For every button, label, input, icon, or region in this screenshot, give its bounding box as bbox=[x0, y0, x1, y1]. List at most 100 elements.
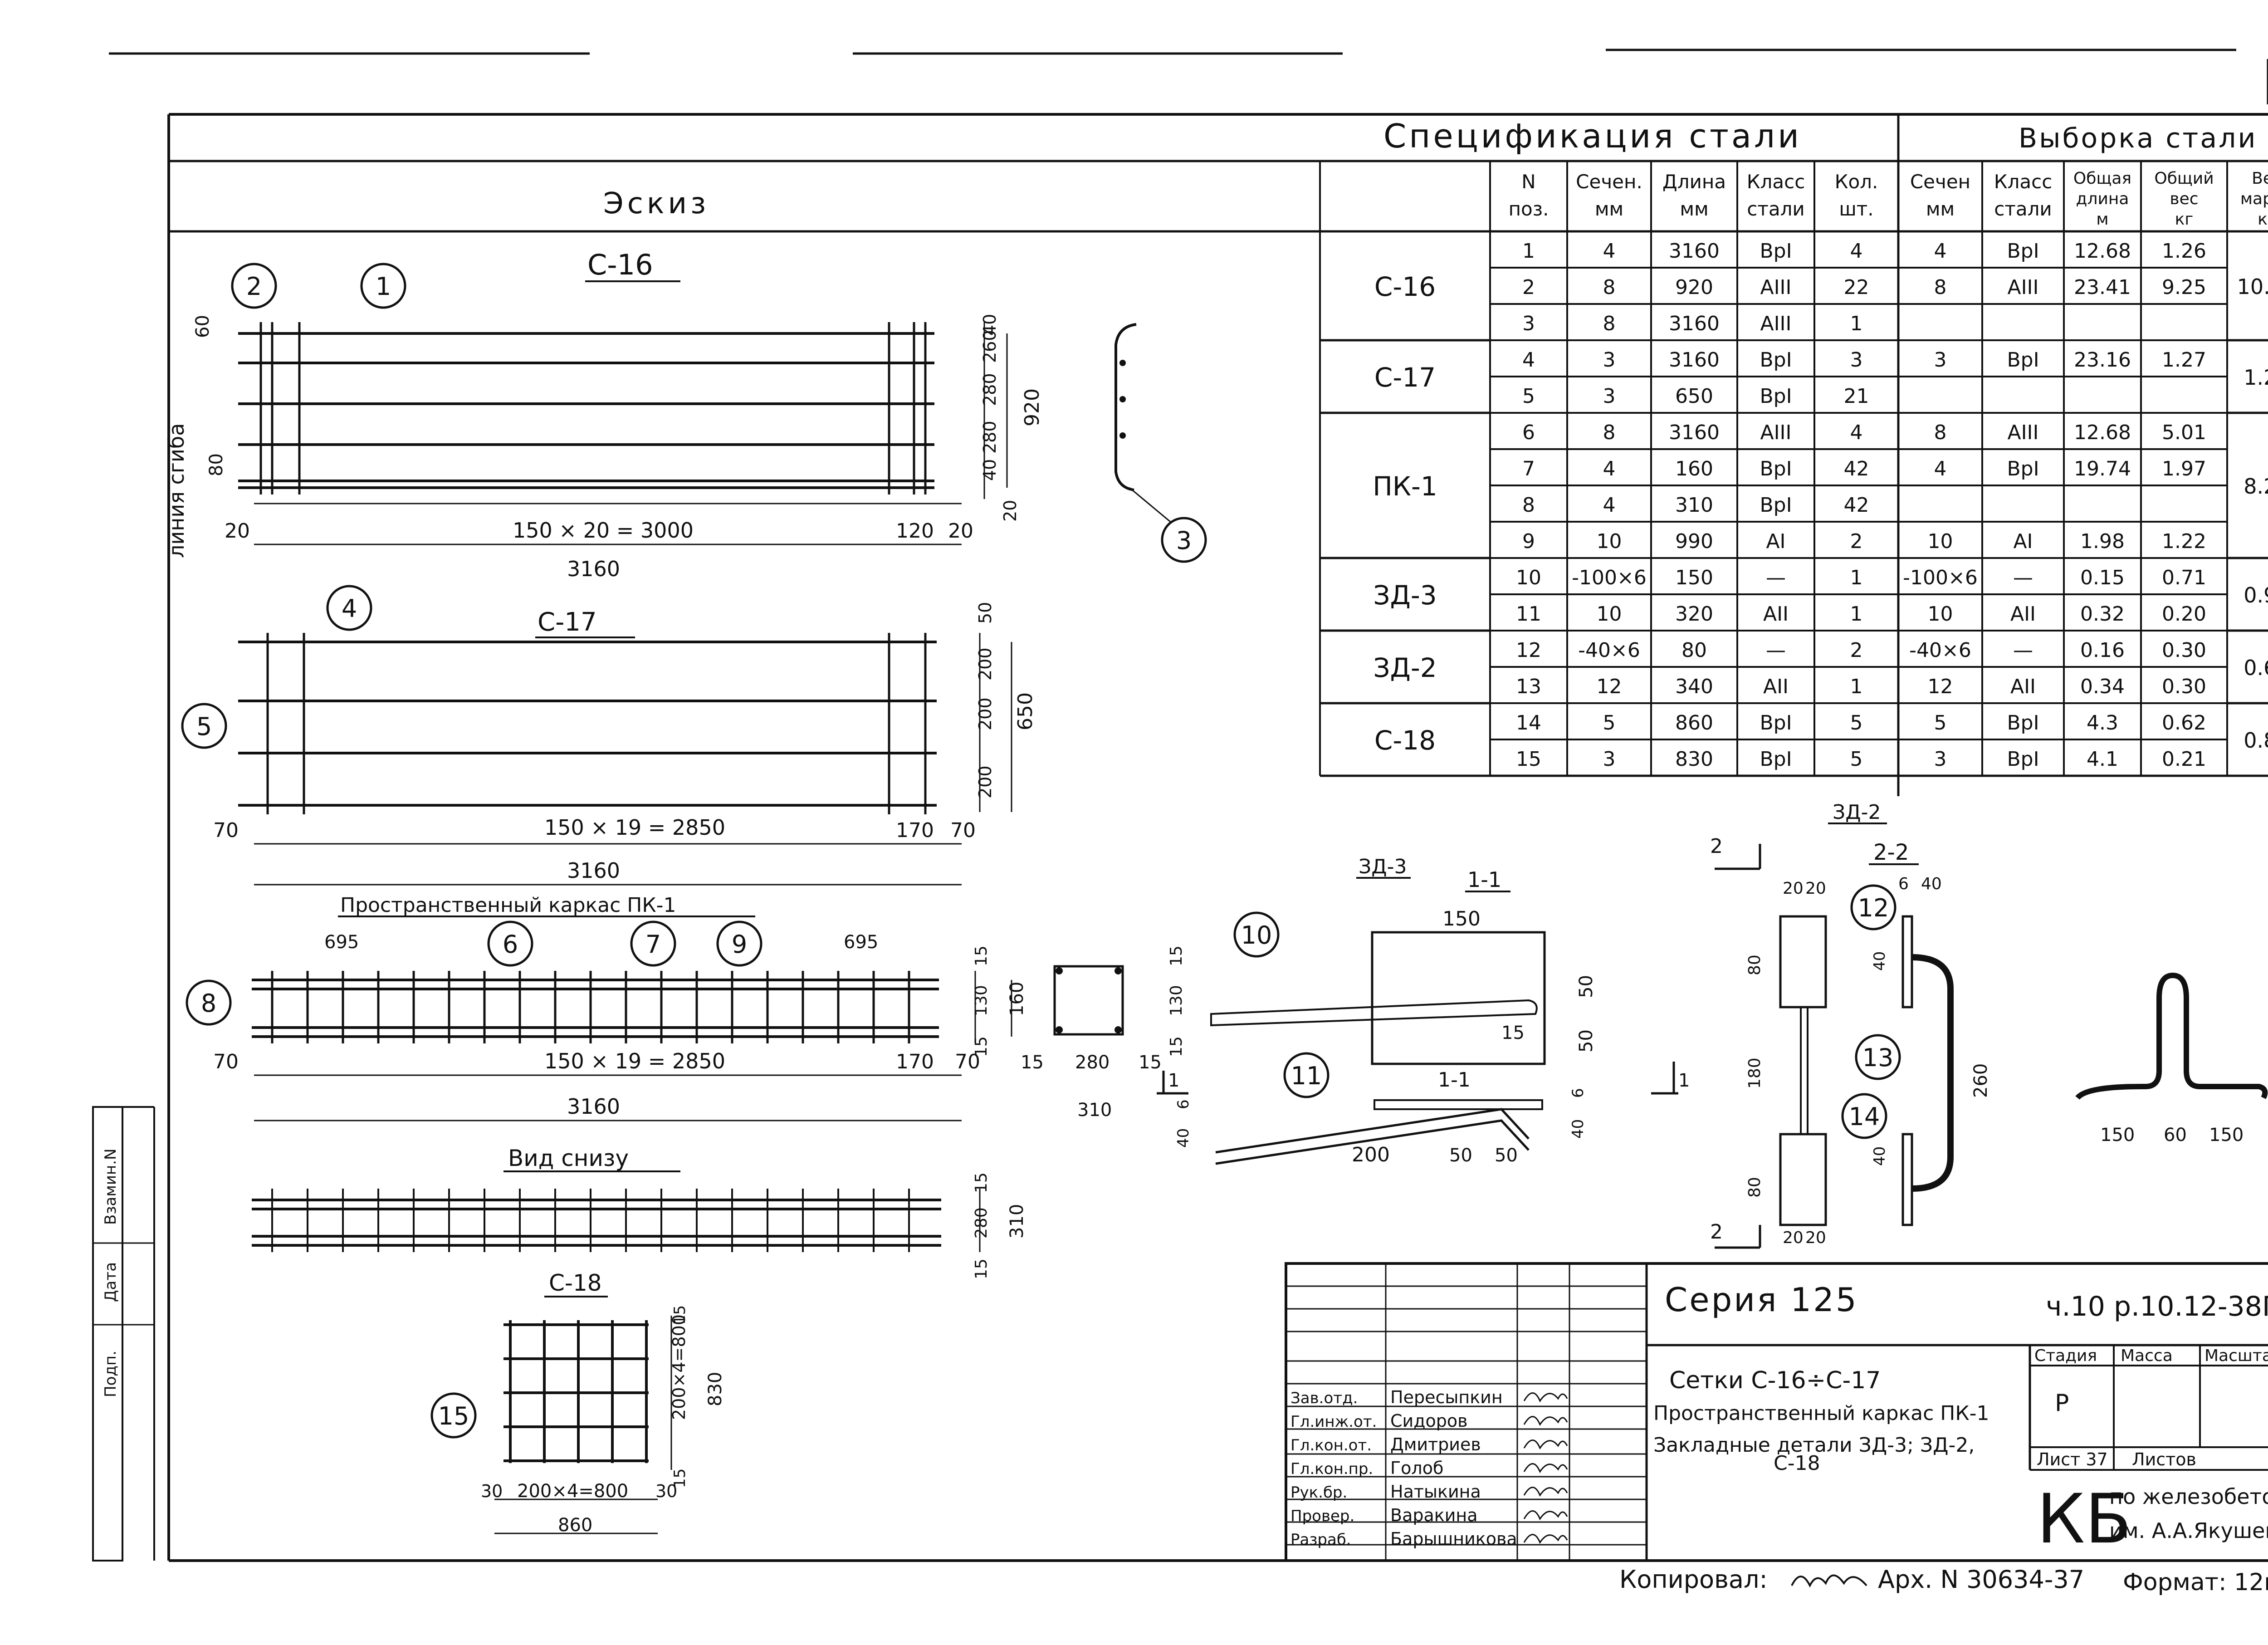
table-cell: 2 bbox=[1850, 530, 1863, 553]
table-cell: АIII bbox=[1760, 276, 1791, 299]
signatory-name: Дмитриев bbox=[1390, 1434, 1481, 1454]
table-cell: 0.62 bbox=[2162, 711, 2206, 734]
dim-label: 40 bbox=[980, 459, 1000, 481]
title-block: Зав.отд.ПересыпкинГл.инж.от.СидоровГл.ко… bbox=[1285, 1262, 2268, 1596]
dim-label: 15 bbox=[1021, 1052, 1044, 1073]
dim-label: 280 bbox=[1075, 1052, 1110, 1073]
dim-label: 200 bbox=[975, 765, 995, 798]
mesh-c17: С-17 150 × 19 = 2850 3160 70 170 70 50 2… bbox=[213, 602, 1037, 886]
callout-number: 4 bbox=[342, 594, 357, 623]
table-cell: 2 bbox=[1522, 276, 1535, 299]
table-header-cell: вес bbox=[2170, 190, 2198, 208]
callout-circle bbox=[1850, 884, 1897, 930]
table-cell: 5.01 bbox=[2162, 421, 2206, 444]
callout-number: 9 bbox=[732, 930, 747, 959]
table-cell: 1 bbox=[1850, 602, 1863, 626]
table-cell: 10 bbox=[1597, 602, 1622, 626]
dim-label: 70 bbox=[213, 1050, 239, 1073]
zd2-section-label: 2-2 bbox=[1873, 840, 1909, 865]
table-cell: 12.68 bbox=[2074, 421, 2131, 444]
table-cell: 8 bbox=[1603, 276, 1616, 299]
signature bbox=[1523, 1392, 1568, 1403]
margin-stamp-field: Взамин.N bbox=[102, 1149, 120, 1225]
bottom-view: Вид снизу 15 280 15 310 bbox=[252, 1145, 1027, 1279]
table-cell: ВрI bbox=[1760, 348, 1792, 372]
zd2-title: ЗД-2 bbox=[1833, 801, 1881, 824]
spec-title: Спецификация стали bbox=[1383, 117, 1802, 155]
dim-label: 40 bbox=[1921, 875, 1942, 893]
dim-label: 150 bbox=[1442, 907, 1481, 930]
table-header-cell: Общая bbox=[2073, 169, 2131, 188]
table-cell: 5 bbox=[1850, 748, 1863, 771]
dim-label: 180 bbox=[1745, 1058, 1764, 1089]
table-header-cell: N bbox=[1521, 171, 1535, 193]
dim-label: 20 bbox=[1805, 879, 1826, 898]
callout-number: 3 bbox=[1176, 526, 1192, 555]
table-cell: АIII bbox=[2007, 421, 2038, 444]
zd3-section-label: 1-1 bbox=[1438, 1068, 1471, 1092]
dim-label: 3160 bbox=[567, 1094, 620, 1119]
dim-label: 15 bbox=[671, 1469, 689, 1488]
table-cell: 3160 bbox=[1669, 421, 1720, 444]
dim-label: 20 bbox=[1000, 500, 1020, 522]
callout-circle bbox=[326, 585, 372, 631]
signatory-role: Гл.инж.от. bbox=[1290, 1413, 1377, 1431]
dim-label: 15 bbox=[972, 945, 991, 966]
zd3-section-label: 1-1 bbox=[1467, 867, 1501, 892]
table-cell: — bbox=[1766, 639, 1786, 662]
table-header-cell: Вес bbox=[2252, 169, 2268, 188]
table-cell: 860 bbox=[1675, 711, 1713, 734]
dim-label: 20 bbox=[225, 519, 250, 543]
dim-label: 50 bbox=[1576, 975, 1597, 998]
table-cell: 10 bbox=[1928, 602, 1953, 626]
table-cell: 3 bbox=[1603, 748, 1616, 771]
margin-stamp-field: Подп. bbox=[102, 1351, 120, 1397]
margin-stamp-field: Дата bbox=[102, 1262, 120, 1302]
series-label: Серия 125 bbox=[1665, 1281, 1858, 1319]
table-cell: 15 bbox=[1516, 748, 1541, 771]
table-cell: АII bbox=[1763, 675, 1789, 698]
callout-circle bbox=[186, 979, 232, 1026]
table-cell: 12 bbox=[1597, 675, 1622, 698]
table-cell: 8 bbox=[1934, 421, 1947, 444]
copied-label: Копировал: bbox=[1619, 1565, 1768, 1594]
table-cell: 0.20 bbox=[2162, 602, 2206, 626]
table-cell: 4 bbox=[1934, 240, 1947, 263]
dim-label: 15 bbox=[1167, 1036, 1186, 1057]
table-cell: 9 bbox=[1522, 530, 1535, 553]
dim-label: 200 bbox=[975, 697, 995, 730]
callout-number: 1 bbox=[376, 272, 391, 301]
callout-circle bbox=[181, 703, 227, 749]
table-mark-cell: ЗД-2 bbox=[1373, 652, 1437, 683]
dim-label: 15 bbox=[972, 1172, 991, 1193]
dim-label: 170 bbox=[896, 1050, 934, 1073]
table-cell: -40×6 bbox=[1909, 639, 1971, 662]
dim-label: 920 bbox=[1021, 388, 1044, 426]
table-cell: 1 bbox=[1850, 566, 1863, 589]
dim-label: 695 bbox=[844, 932, 878, 953]
mesh-c18: С-18 200×4=800 30 30 860 200×4=800 15 15… bbox=[481, 1270, 726, 1536]
signatory-name: Голоб bbox=[1390, 1458, 1443, 1478]
table-header-cell: стали bbox=[1747, 198, 1804, 220]
dim-label: 20 bbox=[1783, 1229, 1804, 1247]
org-name-line: им. А.А.Якушева bbox=[2109, 1518, 2268, 1543]
dim-label: 280 bbox=[980, 421, 1000, 454]
archive-number: Арх. N 30634-37 bbox=[1878, 1565, 2084, 1594]
dim-label: 40 bbox=[980, 314, 1000, 336]
table-cell: — bbox=[2013, 566, 2033, 589]
mesh-c16-title: С-16 bbox=[587, 248, 653, 281]
callout-number: 8 bbox=[201, 989, 216, 1018]
table-cell: 160 bbox=[1675, 457, 1713, 480]
dim-label: 200×4=800 bbox=[669, 1314, 689, 1420]
table-cell: 3160 bbox=[1669, 312, 1720, 335]
dim-label: 40 bbox=[1174, 1128, 1193, 1148]
table-cell: 320 bbox=[1675, 602, 1713, 626]
signatory-name: Варакина bbox=[1390, 1505, 1478, 1525]
signatory-name: Натыкина bbox=[1390, 1482, 1481, 1502]
table-cell: 6 bbox=[1522, 421, 1535, 444]
signature bbox=[1523, 1487, 1568, 1497]
table-cell: 10 bbox=[1928, 530, 1953, 553]
dim-label: 860 bbox=[558, 1515, 592, 1536]
table-cell: 0.30 bbox=[2162, 639, 2206, 662]
bend-line-label: линия сгиба bbox=[164, 423, 189, 558]
